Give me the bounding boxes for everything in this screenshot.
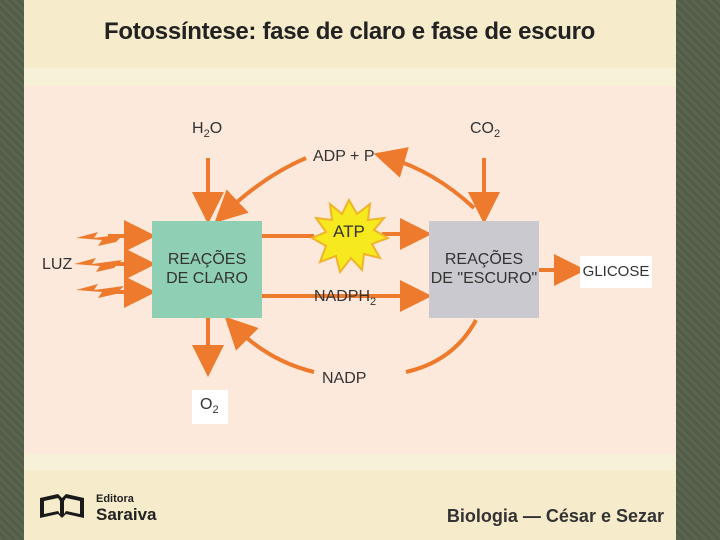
publisher-name: Saraiva — [96, 505, 157, 524]
publisher-small: Editora — [96, 493, 134, 505]
box-light-label: REAÇÕES DE CLARO — [166, 251, 248, 287]
diagram-arrows — [74, 147, 586, 377]
luz-label: LUZ — [42, 256, 73, 273]
footer-band — [24, 470, 676, 540]
box-dark-label: REAÇÕES DE "ESCURO" — [430, 251, 538, 287]
arrow-dark-adp — [373, 147, 476, 210]
luz-ray-1 — [76, 232, 124, 246]
adp-label: ADP + P — [313, 148, 375, 165]
slide: Fotossíntese: fase de claro e fase de es… — [24, 0, 676, 540]
glicose-box: GLICOSE — [580, 256, 652, 288]
h2o-label: H2O — [192, 120, 223, 140]
book-credit: Biologia — César e Sezar — [446, 506, 664, 526]
glicose-label: GLICOSE — [582, 263, 650, 280]
co2-label: CO2 — [470, 120, 501, 140]
atp-burst — [309, 197, 391, 275]
title-bar: Fotossíntese: fase de claro e fase de es… — [24, 0, 676, 68]
box-reacoes-escuro: REAÇÕES DE "ESCURO" — [429, 221, 539, 318]
arrow-adp — [214, 156, 307, 224]
o2-box: O2 — [192, 390, 228, 424]
nadp-label: NADP — [322, 370, 367, 387]
diagram-panel: REAÇÕES DE CLARO REAÇÕES DE "ESCURO" ATP… — [24, 86, 676, 454]
book-logo-icon — [40, 494, 84, 518]
arrow-nadp-light — [224, 316, 315, 374]
luz-ray-2 — [74, 258, 122, 272]
o2-label: O2 — [200, 396, 219, 416]
luz-ray-3 — [76, 284, 124, 298]
nadph2-label: NADPH2 — [314, 288, 377, 308]
arrow-nadp-return — [405, 319, 478, 374]
page-title: Fotossíntese: fase de claro e fase de es… — [104, 18, 595, 45]
box-reacoes-claro: REAÇÕES DE CLARO — [152, 221, 262, 318]
atp-label: ATP — [333, 222, 365, 241]
